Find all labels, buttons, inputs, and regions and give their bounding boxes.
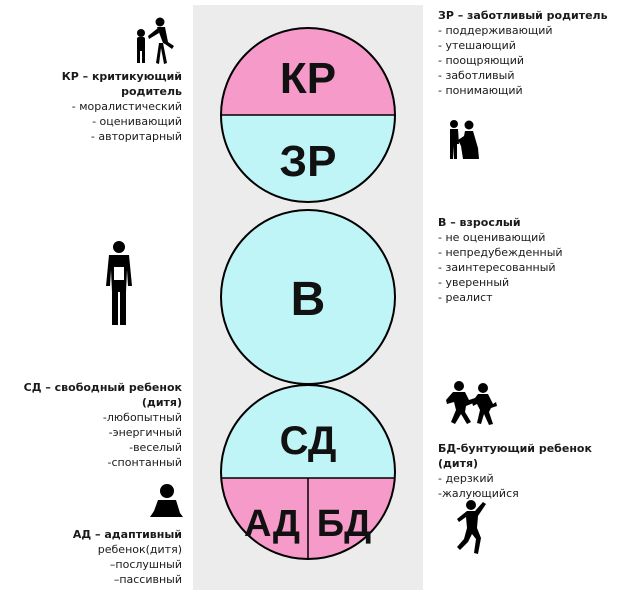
parent-circle: КР ЗР bbox=[220, 27, 396, 203]
bd-trait: -жалующийся bbox=[438, 487, 519, 500]
sd-trait: -веселый bbox=[129, 441, 182, 454]
ad-trait: ребенок(дитя) bbox=[97, 543, 182, 556]
businessman-icon bbox=[106, 241, 132, 325]
bd-title: БД-бунтующий ребенок bbox=[438, 442, 592, 455]
bd-trait: - дерзкий bbox=[438, 472, 494, 485]
sd-title-line2: (дитя) bbox=[141, 396, 182, 409]
zr-trait: - понимающий bbox=[438, 84, 523, 97]
v-description: В – взрослый - не оценивающий - непредуб… bbox=[438, 215, 563, 305]
bd-circle-label: БД bbox=[317, 503, 371, 545]
sd-trait: -любопытный bbox=[102, 411, 182, 424]
parent-scolding-child-icon bbox=[137, 17, 174, 64]
ad-title: АД – адаптивный bbox=[72, 528, 182, 541]
children-playing-icon bbox=[446, 381, 497, 425]
adult-circle: В bbox=[220, 209, 396, 385]
sd-title: СД – свободный ребенок bbox=[23, 381, 182, 394]
sd-circle-label: СД bbox=[280, 419, 337, 463]
child-circle-outline bbox=[220, 384, 396, 560]
kr-description: КР – критикующий родитель - моралистичес… bbox=[62, 69, 182, 144]
parent-hugging-child-icon bbox=[450, 120, 479, 159]
bd-title-line2: (дитя) bbox=[438, 457, 479, 470]
ad-trait: –послушный bbox=[109, 558, 182, 571]
kr-circle-label: КР bbox=[280, 54, 336, 103]
kr-title-line2: родитель bbox=[121, 85, 182, 98]
zr-trait: - поощряющий bbox=[438, 54, 524, 67]
zr-title: ЗР – заботливый родитель bbox=[438, 9, 608, 22]
kr-trait: - моралистический bbox=[71, 100, 182, 113]
sitting-child-icon bbox=[150, 484, 183, 517]
jumping-child-icon bbox=[457, 500, 486, 554]
zr-description: ЗР – заботливый родитель - поддерживающи… bbox=[438, 8, 608, 98]
v-trait: - реалист bbox=[438, 291, 493, 304]
zr-circle-label: ЗР bbox=[280, 137, 337, 186]
kr-trait: - оценивающий bbox=[92, 115, 182, 128]
ad-trait: –пассивный bbox=[113, 573, 182, 586]
ad-description: АД – адаптивный ребенок(дитя) –послушный… bbox=[73, 527, 182, 587]
v-trait: - непредубежденный bbox=[438, 246, 563, 259]
v-trait: - заинтересованный bbox=[438, 261, 556, 274]
zr-trait: - поддерживающий bbox=[438, 24, 553, 37]
sd-description: СД – свободный ребенок (дитя) -любопытны… bbox=[24, 380, 182, 470]
v-trait: - уверенный bbox=[438, 276, 510, 289]
zr-trait: - заботливый bbox=[438, 69, 515, 82]
sd-trait: -спонтанный bbox=[107, 456, 183, 469]
ad-circle-label: АД bbox=[244, 503, 300, 545]
child-circle: СД АД БД bbox=[220, 384, 396, 560]
parent-circle-outline bbox=[220, 27, 396, 203]
kr-title: КР – критикующий bbox=[61, 70, 182, 83]
zr-trait: - утешающий bbox=[438, 39, 516, 52]
bd-description: БД-бунтующий ребенок (дитя) - дерзкий -ж… bbox=[438, 441, 592, 501]
sd-trait: -энергичный bbox=[108, 426, 182, 439]
v-title: В – взрослый bbox=[438, 216, 521, 229]
v-trait: - не оценивающий bbox=[438, 231, 546, 244]
kr-trait: - авторитарный bbox=[90, 130, 182, 143]
v-circle-label: В bbox=[291, 273, 326, 326]
